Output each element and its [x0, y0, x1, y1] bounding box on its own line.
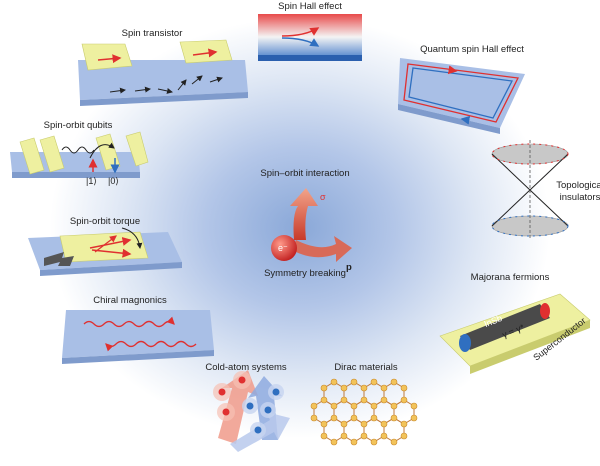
label-spin-orbit-interaction: Spin–orbit interaction	[260, 168, 350, 179]
spin-orbit-torque-device	[28, 227, 182, 276]
label-spin-transistor: Spin transistor	[121, 28, 183, 39]
label-quantum-spin-hall: Quantum spin Hall effect	[420, 44, 524, 55]
label-sigma: σ	[320, 192, 326, 202]
label-spin-orbit-qubits: Spin-orbit qubits	[43, 120, 113, 131]
spin-hall-slab	[258, 14, 362, 61]
chiral-magnonics-slab	[62, 310, 214, 364]
label-momentum: p	[346, 262, 352, 273]
label-ket-one: |1⟩	[86, 176, 97, 186]
label-topological-1: Topological	[556, 180, 600, 191]
majorana-nanowire	[439, 293, 591, 374]
spin-orbit-interaction-icon	[271, 188, 352, 262]
label-chiral-magnonics: Chiral magnonics	[93, 295, 167, 306]
label-cold-atom: Cold-atom systems	[205, 362, 287, 373]
label-spin-orbit-torque: Spin-orbit torque	[69, 216, 141, 227]
label-electron: e⁻	[278, 243, 288, 253]
label-dirac-materials: Dirac materials	[334, 362, 398, 373]
label-topological-2: insulators	[559, 192, 600, 203]
label-majorana: Majorana fermions	[470, 272, 550, 283]
spin-transistor-device	[78, 39, 248, 106]
cold-atom-arrows	[213, 370, 290, 452]
label-ket-zero: |0⟩	[108, 176, 119, 186]
dirac-honeycomb-lattice	[310, 378, 418, 446]
label-spin-hall: Spin Hall effect	[278, 1, 342, 12]
spin-orbit-qubits-device	[10, 131, 149, 178]
label-symmetry-breaking: Symmetry breaking	[264, 268, 346, 279]
topological-insulator-cones	[491, 140, 569, 238]
quantum-spin-hall-slab	[398, 58, 525, 134]
